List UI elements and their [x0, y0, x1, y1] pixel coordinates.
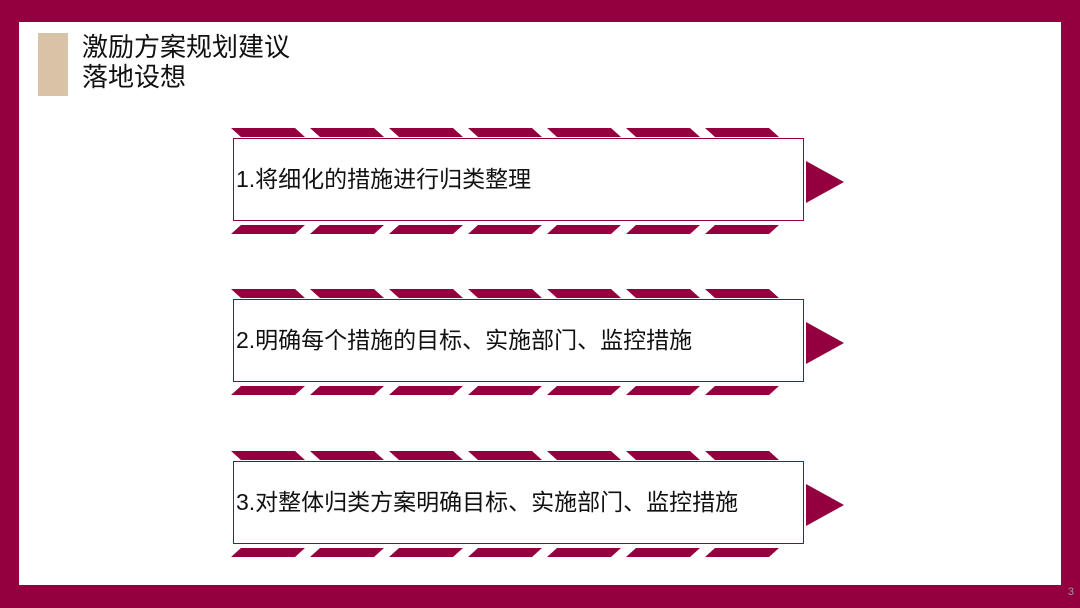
step-card-1: 1.将细化的措施进行归类整理	[231, 128, 844, 236]
stripe-segment	[626, 128, 700, 137]
stripe-segment	[468, 548, 542, 557]
step-box: 2.明确每个措施的目标、实施部门、监控措施	[233, 299, 804, 382]
stripe-segment	[705, 128, 779, 137]
stripe-segment	[389, 386, 463, 395]
stripe-segment	[389, 128, 463, 137]
slide-title: 激励方案规划建议	[82, 32, 291, 62]
stripe-segment	[310, 548, 384, 557]
stripe-segment	[231, 225, 305, 234]
stripe-decoration	[231, 451, 779, 557]
stripe-segment	[705, 386, 779, 395]
stripe-segment	[310, 225, 384, 234]
arrow-right-icon	[806, 322, 844, 364]
step-text: 3.对整体归类方案明确目标、实施部门、监控措施	[236, 489, 739, 515]
stripe-segment	[705, 451, 779, 460]
stripe-segment	[231, 289, 305, 298]
title-accent-bar	[38, 33, 68, 96]
stripe-segment	[231, 451, 305, 460]
stripe-segment	[389, 225, 463, 234]
stripe-segment	[547, 128, 621, 137]
stripe-segment	[389, 451, 463, 460]
slide-canvas: 激励方案规划建议 落地设想 1.将细化的措施进行归类整理 2.明确每个措施的目标…	[19, 22, 1061, 585]
stripe-segment	[547, 451, 621, 460]
step-card-3: 3.对整体归类方案明确目标、实施部门、监控措施	[231, 451, 844, 559]
stripe-segment	[389, 548, 463, 557]
stripe-segment	[547, 548, 621, 557]
stripe-segment	[389, 289, 463, 298]
stripe-segment	[468, 128, 542, 137]
arrow-right-icon	[806, 161, 844, 203]
step-text: 2.明确每个措施的目标、实施部门、监控措施	[236, 327, 693, 353]
stripe-segment	[626, 386, 700, 395]
stripe-segment	[547, 289, 621, 298]
stripe-segment	[547, 225, 621, 234]
stripe-segment	[231, 386, 305, 395]
stripe-segment	[626, 548, 700, 557]
arrow-right-icon	[806, 484, 844, 526]
stripe-segment	[705, 548, 779, 557]
stripe-segment	[231, 128, 305, 137]
stripe-segment	[626, 225, 700, 234]
stripe-segment	[468, 451, 542, 460]
stripe-segment	[310, 128, 384, 137]
stripe-decoration	[231, 128, 779, 234]
stripe-segment	[310, 386, 384, 395]
stripe-decoration	[231, 289, 779, 395]
slide-subtitle: 落地设想	[82, 62, 187, 92]
page-number: 3	[1067, 586, 1074, 598]
stripe-segment	[468, 386, 542, 395]
stripe-segment	[468, 289, 542, 298]
stripe-segment	[626, 451, 700, 460]
stripe-segment	[231, 548, 305, 557]
stripe-segment	[705, 289, 779, 298]
step-card-2: 2.明确每个措施的目标、实施部门、监控措施	[231, 289, 844, 397]
stripe-segment	[310, 451, 384, 460]
stripe-segment	[626, 289, 700, 298]
stripe-segment	[705, 225, 779, 234]
step-text: 1.将细化的措施进行归类整理	[236, 166, 532, 192]
stripe-segment	[310, 289, 384, 298]
stripe-segment	[547, 386, 621, 395]
stripe-segment	[468, 225, 542, 234]
step-box: 1.将细化的措施进行归类整理	[233, 138, 804, 221]
step-box: 3.对整体归类方案明确目标、实施部门、监控措施	[233, 461, 804, 544]
